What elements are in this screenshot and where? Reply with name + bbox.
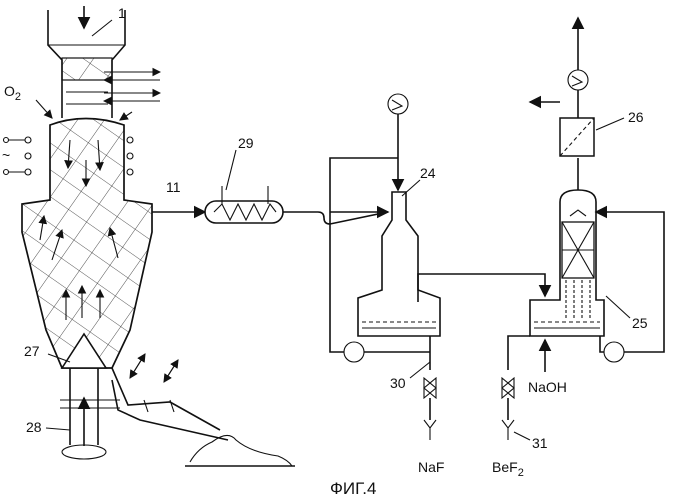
valve-30: [424, 378, 436, 398]
label-o2: O2: [4, 83, 21, 103]
circulation-pump-24: [344, 342, 364, 362]
label-25: 25: [632, 315, 648, 331]
valve-31: [502, 378, 514, 398]
label-11: 11: [166, 179, 181, 195]
label-29: 29: [238, 135, 254, 151]
label-naf: NaF: [418, 459, 444, 475]
label-24: 24: [420, 165, 436, 181]
feed-plug: [62, 58, 112, 80]
label-bef2: BeF2: [492, 459, 524, 479]
slag-pile: [190, 435, 292, 466]
venturi-scrubber-24: [330, 94, 545, 440]
figure-caption: ФИГ.4: [330, 479, 376, 498]
heat-exchanger-29: [205, 186, 283, 223]
hopper-right-wall: [112, 10, 125, 118]
absorber-column-25: [502, 18, 664, 440]
label-naoh: NaOH: [528, 379, 567, 395]
air-inlet-swirl: [62, 445, 106, 459]
label-27: 27: [24, 343, 40, 359]
label-26: 26: [628, 109, 644, 125]
label-bef2-main: BeF: [492, 459, 518, 475]
circulation-pump-25: [604, 342, 624, 362]
label-1: 1: [118, 5, 126, 21]
absorber-packing-lines: [566, 280, 590, 320]
label-30: 30: [390, 375, 406, 391]
furnace: [4, 6, 296, 466]
label-o2-main: O: [4, 83, 15, 99]
label-bef2-sub: 2: [518, 467, 524, 479]
label-28: 28: [26, 419, 42, 435]
label-tilde: ~: [2, 147, 10, 163]
label-31: 31: [532, 435, 548, 451]
label-o2-sub: 2: [15, 91, 21, 103]
hopper-left-wall: [48, 10, 62, 118]
